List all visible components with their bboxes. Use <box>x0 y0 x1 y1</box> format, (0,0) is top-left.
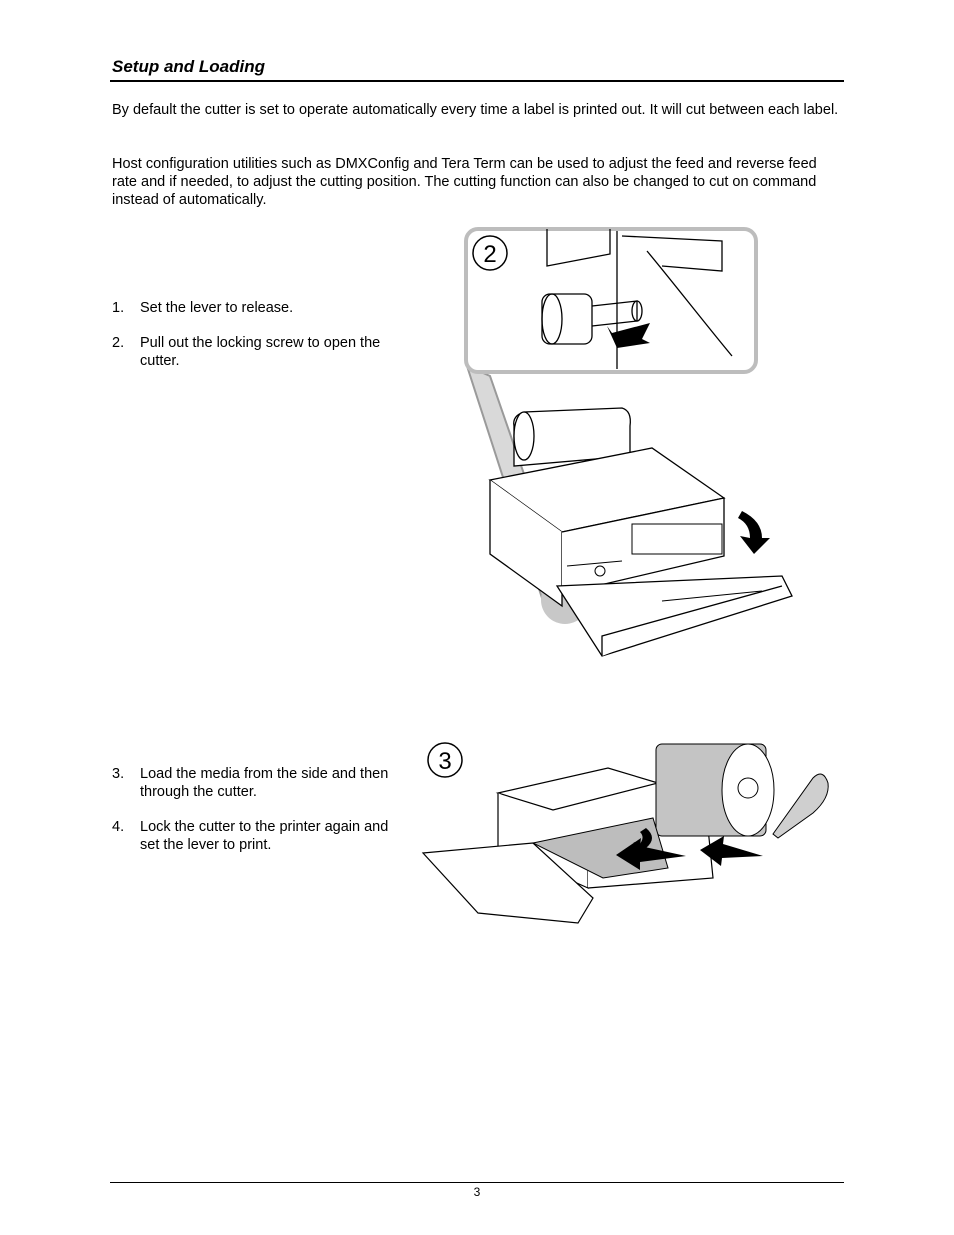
step-number: 3. <box>112 766 125 782</box>
step-badge-3 <box>427 742 463 778</box>
step-item: 1. Set the lever to release. <box>112 299 412 317</box>
roll-guide <box>772 773 829 839</box>
pull-arrow <box>607 323 650 348</box>
curve-arrow <box>630 828 652 854</box>
step-text: Set the lever to release. <box>140 300 294 316</box>
step-text: Lock the cutter to the printer again and… <box>140 819 389 853</box>
step-text: Pull out the locking screw to open the c… <box>140 335 381 369</box>
zoom-inset <box>464 227 758 374</box>
feed-arrow-2 <box>700 836 763 866</box>
step-text: Load the media from the side and then th… <box>140 766 389 800</box>
page-number: 3 <box>473 1185 481 1199</box>
step-badge-3-label: 3 <box>438 748 451 775</box>
step-badge-2-label: 2 <box>483 241 496 268</box>
step-item: 2. Pull out the locking screw to open th… <box>112 334 412 370</box>
intro-paragraph-1: By default the cutter is set to operate … <box>112 102 839 118</box>
intro-paragraph-2: Host configuration utilities such as DMX… <box>112 156 817 208</box>
load-media-illustration: 3 <box>421 742 829 924</box>
step-number: 1. <box>112 300 125 316</box>
section-heading: Setup and Loading <box>112 57 265 76</box>
heading-rule <box>110 80 844 82</box>
media-roll-core <box>737 777 759 799</box>
step-item: 3. Load the media from the side and then… <box>112 765 392 801</box>
step-number: 2. <box>112 335 125 351</box>
close-arrow <box>738 511 770 554</box>
steps-list-open-cutter: 1. Set the lever to release. 2. Pull out… <box>112 299 412 387</box>
footer-rule <box>110 1182 844 1183</box>
steps-list-load-media: 3. Load the media from the side and then… <box>112 765 392 871</box>
cutter-mechanism <box>566 523 763 602</box>
open-cutter-illustration: 2 <box>464 227 793 657</box>
step-number: 4. <box>112 819 125 835</box>
step-item: 4. Lock the cutter to the printer again … <box>112 818 392 854</box>
step-badge-2 <box>472 235 508 271</box>
printer-body <box>488 407 793 657</box>
